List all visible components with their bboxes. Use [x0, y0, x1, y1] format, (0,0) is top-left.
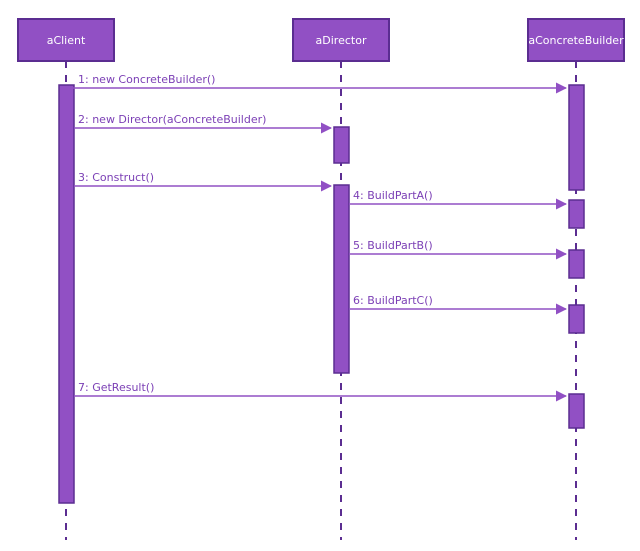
message-label-5: 5: BuildPartB()	[353, 239, 433, 252]
lifeline-label-client: aClient	[47, 34, 86, 47]
activation-bar-act-builder-partB[interactable]	[568, 249, 585, 279]
message-arrowhead-3	[321, 180, 332, 192]
activation-bars-group	[58, 84, 585, 504]
message-arrows-group	[66, 82, 567, 402]
message-arrowhead-5	[556, 248, 567, 260]
lifeline-label-builder: aConcreteBuilder	[528, 34, 624, 47]
activation-bar-act-client-main[interactable]	[58, 84, 75, 504]
message-label-6: 6: BuildPartC()	[353, 294, 433, 307]
activation-bar-act-director-new[interactable]	[333, 126, 350, 164]
message-labels-group: 1: new ConcreteBuilder() 2: new Director(…	[78, 73, 433, 394]
lifeline-box-builder[interactable]	[527, 18, 625, 62]
message-label-7: 7: GetResult()	[78, 381, 154, 394]
message-label-1: 1: new ConcreteBuilder()	[78, 73, 215, 86]
message-arrowhead-2	[321, 122, 332, 134]
lifeline-box-director[interactable]	[292, 18, 390, 62]
message-label-2: 2: new Director(aConcreteBuilder)	[78, 113, 266, 126]
activation-bar-act-builder-new[interactable]	[568, 84, 585, 191]
lifeline-label-director: aDirector	[316, 34, 367, 47]
activation-bar-act-builder-partA[interactable]	[568, 199, 585, 229]
message-arrowhead-4	[556, 198, 567, 210]
activation-bar-act-builder-partC[interactable]	[568, 304, 585, 334]
message-arrowhead-6	[556, 303, 567, 315]
lifeline-boxes-group: aClient aDirector aConcreteBuilder	[17, 18, 625, 62]
message-arrowhead-7	[556, 390, 567, 402]
activation-bar-act-director-construct[interactable]	[333, 184, 350, 374]
message-arrowhead-1	[556, 82, 567, 94]
message-label-3: 3: Construct()	[78, 171, 154, 184]
message-label-4: 4: BuildPartA()	[353, 189, 433, 202]
lifeline-box-client[interactable]	[17, 18, 115, 62]
activation-bar-act-builder-result[interactable]	[568, 393, 585, 429]
